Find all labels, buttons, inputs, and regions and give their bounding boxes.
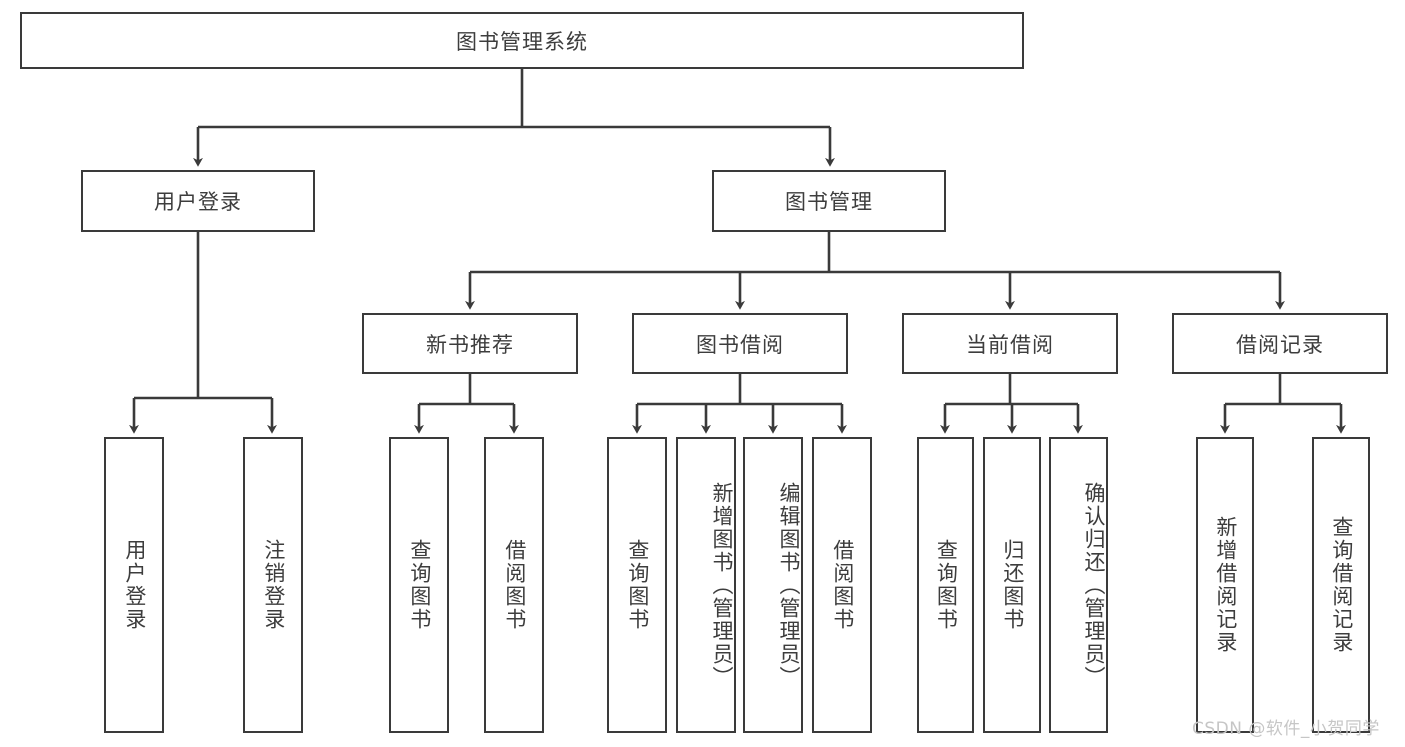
node-leaf-query-borrow-record[interactable]: 查询借阅记录 — [1312, 437, 1370, 733]
node-leaf-add-borrow-record-label: 新增借阅记录 — [1213, 516, 1238, 654]
node-new-book-rec-label: 新书推荐 — [426, 332, 514, 357]
node-book-manage[interactable]: 图书管理 — [712, 170, 946, 232]
node-leaf-edit-book-admin[interactable]: 编辑图书（管理员） — [743, 437, 803, 733]
node-root-label: 图书管理系统 — [456, 29, 588, 54]
node-leaf-borrow-book-2[interactable]: 借阅图书 — [812, 437, 872, 733]
node-leaf-user-login[interactable]: 用户登录 — [104, 437, 164, 733]
node-current-borrow[interactable]: 当前借阅 — [902, 313, 1118, 374]
node-leaf-borrow-book-1-label: 借阅图书 — [502, 539, 527, 631]
node-borrow-record-label: 借阅记录 — [1236, 332, 1324, 357]
node-book-borrow[interactable]: 图书借阅 — [632, 313, 848, 374]
node-new-book-rec[interactable]: 新书推荐 — [362, 313, 578, 374]
node-leaf-query-book-2-label: 查询图书 — [625, 539, 650, 631]
node-book-borrow-label: 图书借阅 — [696, 332, 784, 357]
node-leaf-query-book-3-label: 查询图书 — [934, 539, 959, 631]
node-root[interactable]: 图书管理系统 — [20, 12, 1024, 69]
node-leaf-query-book-2[interactable]: 查询图书 — [607, 437, 667, 733]
node-leaf-edit-book-admin-label: 编辑图书（管理员） — [777, 481, 801, 689]
node-leaf-query-book-1-label: 查询图书 — [407, 539, 432, 631]
node-user-login-label: 用户登录 — [154, 190, 242, 214]
node-leaf-query-book-1[interactable]: 查询图书 — [389, 437, 449, 733]
node-leaf-query-book-3[interactable]: 查询图书 — [917, 437, 974, 733]
node-user-login[interactable]: 用户登录 — [81, 170, 315, 232]
node-leaf-user-login-label: 用户登录 — [122, 539, 147, 631]
watermark: CSDN @软件_小贺同学 — [1192, 719, 1380, 739]
node-leaf-logout-label: 注销登录 — [261, 539, 286, 631]
node-leaf-borrow-book-1[interactable]: 借阅图书 — [484, 437, 544, 733]
node-leaf-add-book-admin-label: 新增图书（管理员） — [710, 481, 734, 689]
node-leaf-query-borrow-record-label: 查询借阅记录 — [1329, 516, 1354, 654]
node-borrow-record[interactable]: 借阅记录 — [1172, 313, 1388, 374]
node-leaf-return-book-label: 归还图书 — [1000, 539, 1025, 631]
node-leaf-confirm-return-admin-label: 确认归还（管理员） — [1082, 481, 1106, 689]
node-leaf-return-book[interactable]: 归还图书 — [983, 437, 1041, 733]
node-leaf-add-book-admin[interactable]: 新增图书（管理员） — [676, 437, 736, 733]
node-leaf-confirm-return-admin[interactable]: 确认归还（管理员） — [1049, 437, 1108, 733]
node-leaf-borrow-book-2-label: 借阅图书 — [830, 539, 855, 631]
node-book-manage-label: 图书管理 — [785, 190, 873, 214]
node-current-borrow-label: 当前借阅 — [966, 332, 1054, 357]
node-leaf-add-borrow-record[interactable]: 新增借阅记录 — [1196, 437, 1254, 733]
node-leaf-logout[interactable]: 注销登录 — [243, 437, 303, 733]
